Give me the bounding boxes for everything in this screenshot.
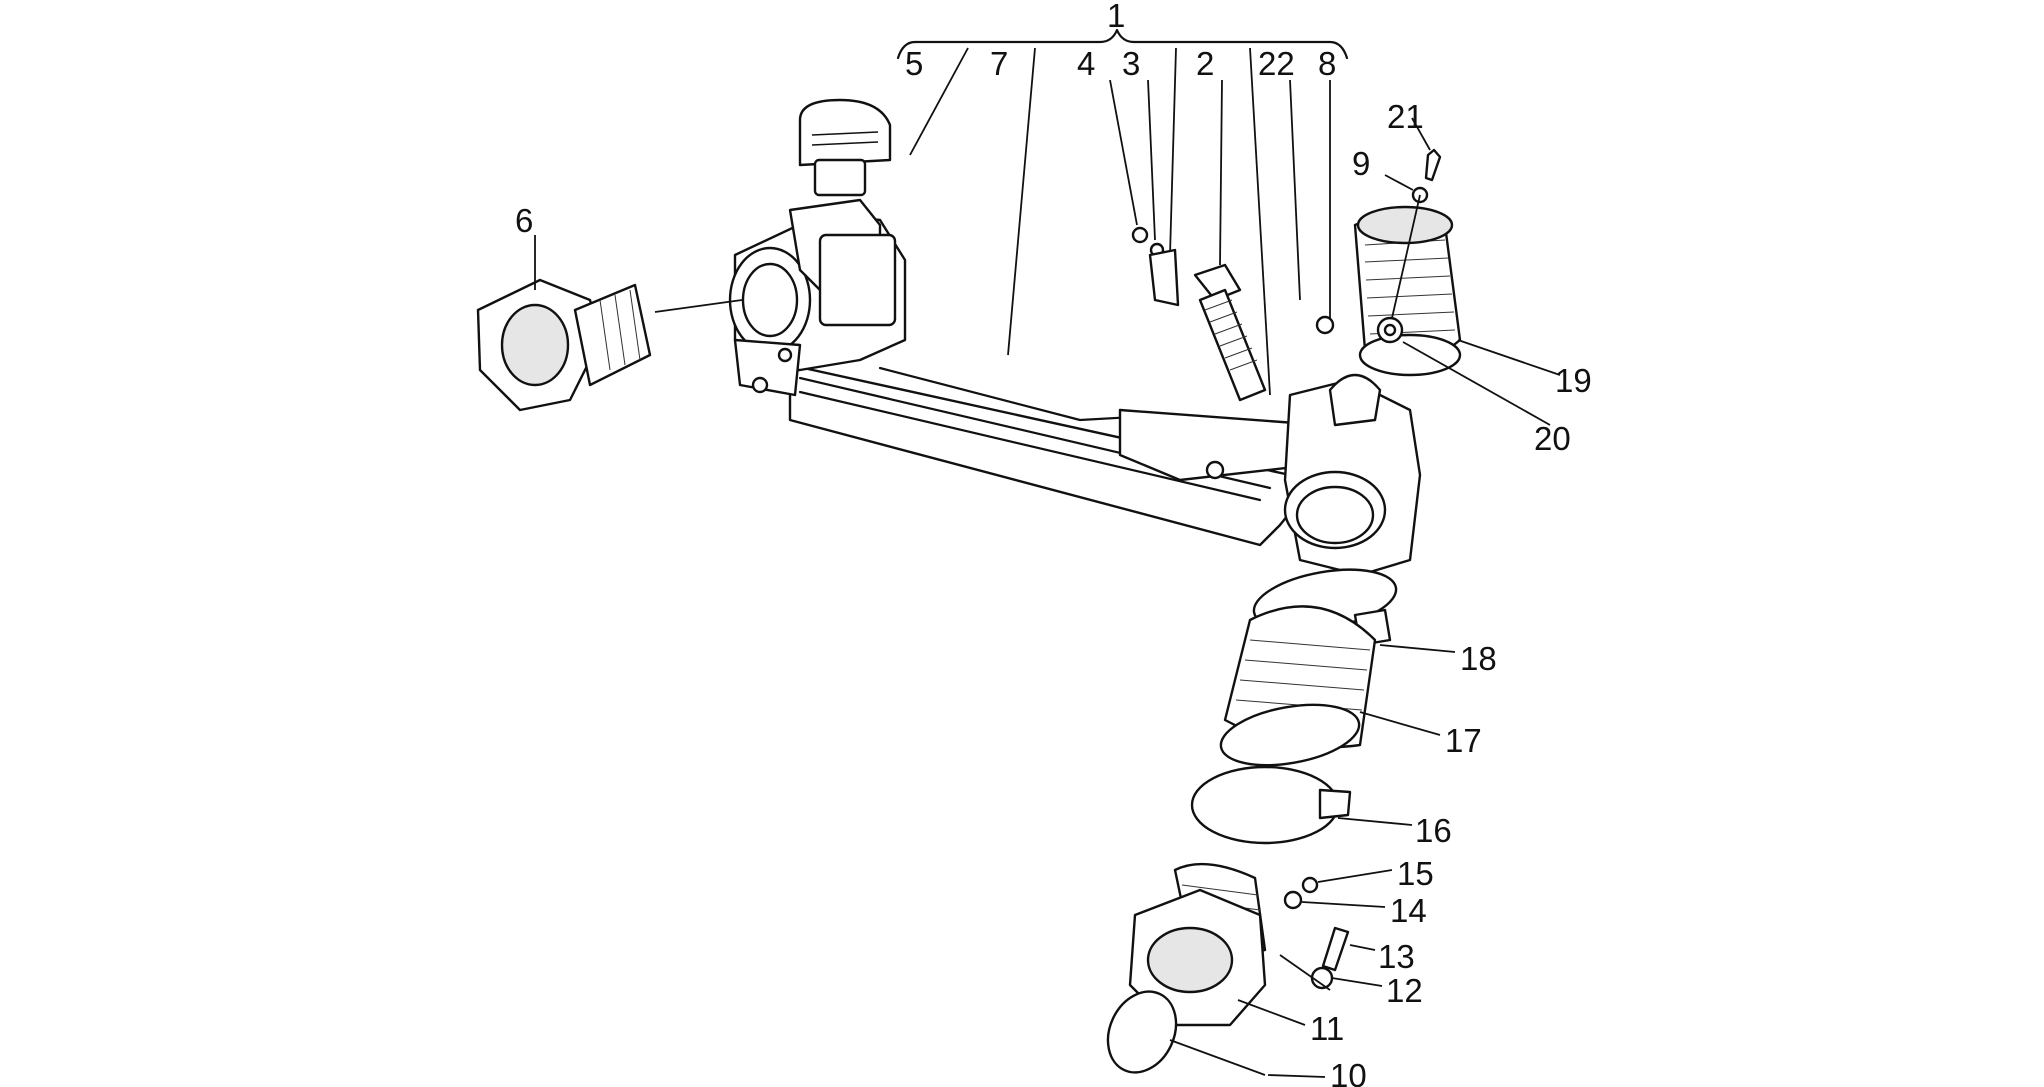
label-22: 22 (1258, 45, 1295, 82)
label-20: 20 (1534, 420, 1571, 457)
label-3: 3 (1122, 45, 1140, 82)
label-11: 11 (1310, 1010, 1344, 1047)
label-21: 21 (1387, 98, 1424, 135)
label-5: 5 (905, 45, 923, 82)
label-9: 9 (1352, 145, 1370, 182)
label-8: 8 (1318, 45, 1336, 82)
right-throttle-body (1283, 315, 1422, 577)
parts-2-3-4 (1109, 79, 1331, 402)
parts-10-15 (1106, 862, 1393, 1078)
left-throttle-body (728, 98, 907, 397)
label-13: 13 (1378, 938, 1415, 975)
parts-16-17-18 (1190, 568, 1456, 845)
part-6-inlet-flange (476, 235, 743, 412)
label-1: 1 (1107, 0, 1125, 34)
label-18: 18 (1460, 640, 1497, 677)
parts-9-19-20-21 (1353, 117, 1561, 426)
label-6: 6 (515, 202, 533, 239)
label-14: 14 (1390, 892, 1427, 929)
label-16: 16 (1415, 812, 1452, 849)
group-bracket-1 (896, 28, 1349, 396)
label-7: 7 (990, 45, 1008, 82)
callout-labels: 1 5 7 4 3 2 22 8 21 9 6 19 20 18 17 16 1… (515, 0, 1592, 1087)
label-12: 12 (1386, 972, 1423, 1009)
label-10: 10 (1330, 1057, 1367, 1087)
label-19: 19 (1555, 362, 1592, 399)
diagram-canvas (67, 0, 2000, 1087)
label-4: 4 (1077, 45, 1095, 82)
label-2: 2 (1196, 45, 1214, 82)
label-17: 17 (1445, 722, 1482, 759)
label-15: 15 (1397, 855, 1434, 892)
